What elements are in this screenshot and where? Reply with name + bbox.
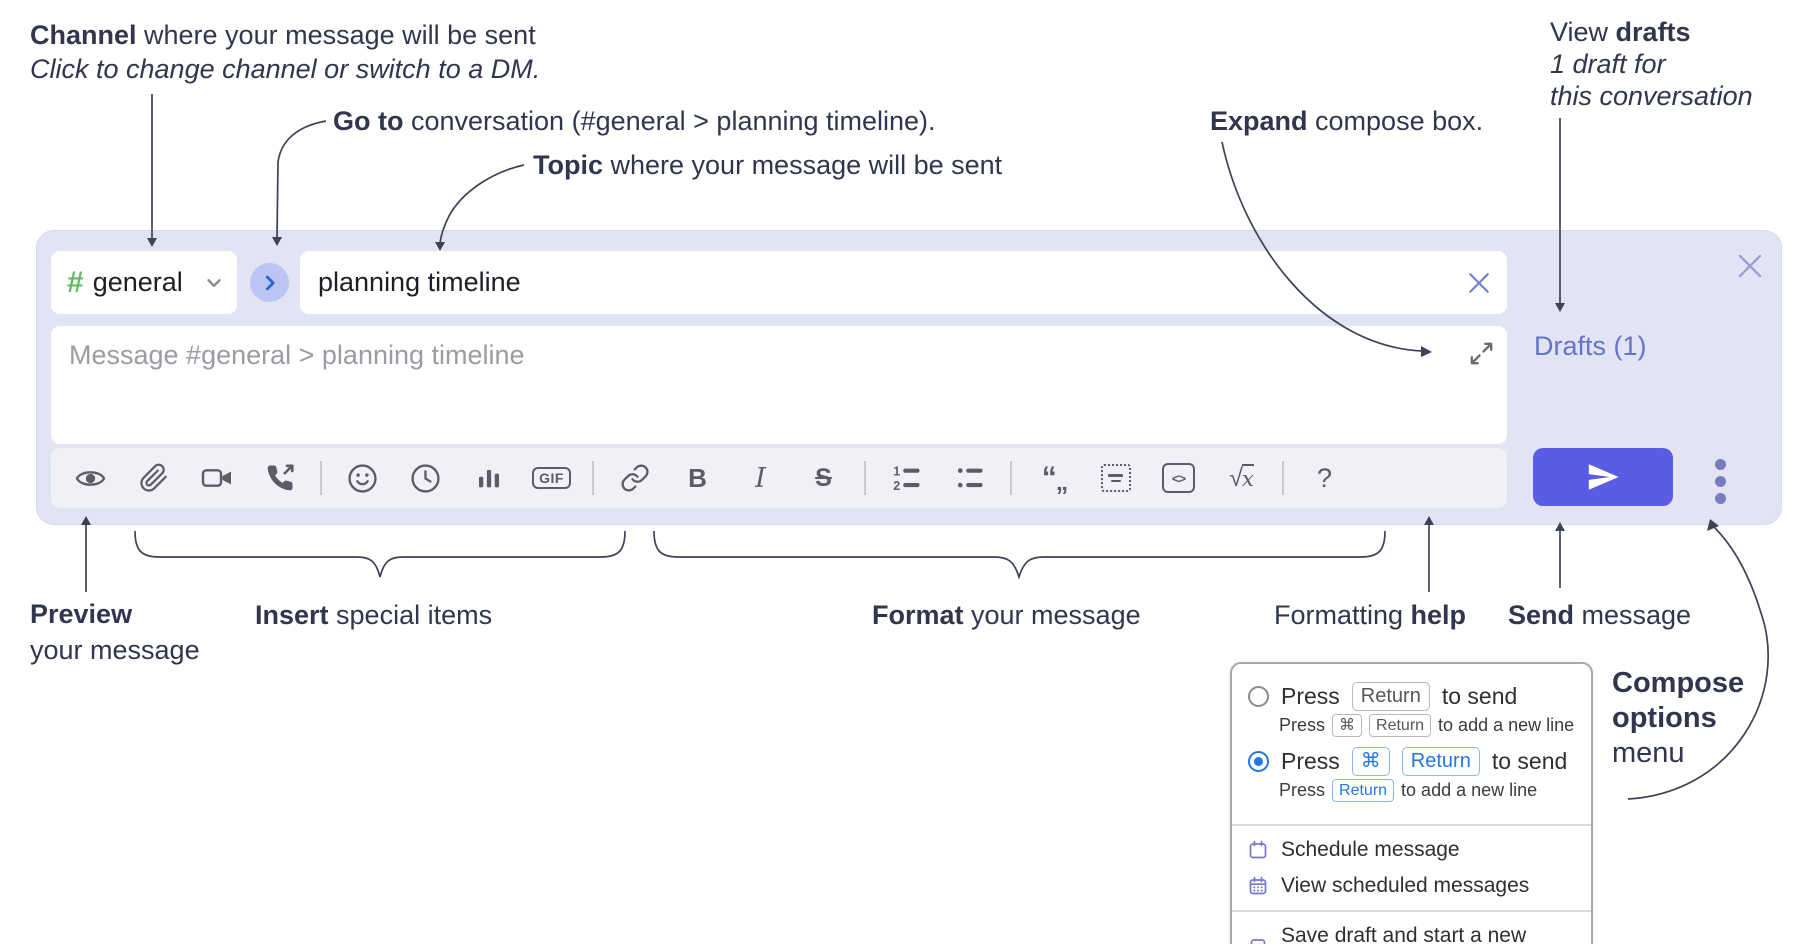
drafts-annotation: View drafts 1 draft for this conversatio… bbox=[1550, 17, 1753, 111]
compose-options-annotation: Compose options menu bbox=[1612, 667, 1745, 769]
send-annotation: Send message bbox=[1508, 600, 1692, 630]
emoji-icon[interactable] bbox=[331, 448, 394, 508]
channel-hash-icon: # bbox=[67, 265, 84, 299]
expand-annotation: Expand compose box. bbox=[1210, 106, 1484, 136]
format-annotation: Format your message bbox=[872, 600, 1141, 630]
link-icon[interactable] bbox=[603, 448, 666, 508]
formatting-help-annotation: Formatting help bbox=[1274, 600, 1467, 630]
insert-annotation: Insert special items bbox=[255, 600, 493, 630]
channel-annotation-bold: Channel bbox=[30, 20, 137, 50]
calendar-icon bbox=[1249, 840, 1267, 859]
bulleted-list-icon[interactable] bbox=[938, 448, 1001, 508]
bold-icon[interactable]: B bbox=[688, 462, 707, 493]
popup-divider bbox=[1232, 824, 1591, 826]
voice-call-icon[interactable] bbox=[248, 448, 311, 508]
code-icon[interactable]: <> bbox=[1147, 448, 1210, 508]
popup-divider bbox=[1232, 910, 1591, 912]
chevron-down-icon bbox=[203, 272, 225, 294]
close-compose-icon[interactable] bbox=[1731, 247, 1769, 290]
message-formatting-help-icon[interactable]: ? bbox=[1316, 462, 1333, 493]
goto-annotation: Go to conversation (#general > planning … bbox=[333, 106, 936, 136]
compose-options-menu-icon[interactable] bbox=[1715, 459, 1727, 510]
attach-file-icon[interactable] bbox=[122, 448, 185, 508]
toolbar-divider bbox=[1010, 461, 1012, 495]
math-icon[interactable]: √x bbox=[1229, 463, 1254, 492]
gif-icon[interactable]: GIF bbox=[520, 448, 583, 508]
option-cmd-enter-to-send-hint: Press Return to add a new line bbox=[1279, 779, 1538, 802]
radio-checked-icon[interactable] bbox=[1248, 751, 1269, 772]
preview-icon[interactable] bbox=[59, 448, 122, 508]
send-plane-icon bbox=[1588, 464, 1619, 490]
svg-text:1: 1 bbox=[893, 465, 900, 479]
option-enter-to-send-hint: Press ⌘ Return to add a new line bbox=[1279, 714, 1575, 737]
return-key: Return bbox=[1401, 747, 1480, 776]
cmd-key: ⌘ bbox=[1332, 714, 1363, 737]
schedule-time-icon[interactable] bbox=[394, 448, 457, 508]
clear-topic-icon[interactable] bbox=[1467, 271, 1491, 295]
expand-compose-icon[interactable] bbox=[1468, 340, 1495, 372]
poll-icon[interactable] bbox=[457, 448, 520, 508]
option-enter-to-send[interactable]: Press Return to send bbox=[1248, 682, 1575, 711]
message-input[interactable] bbox=[51, 326, 1507, 444]
topic-input[interactable] bbox=[300, 267, 1451, 298]
drafts-link[interactable]: Drafts (1) bbox=[1534, 331, 1647, 361]
return-key: Return bbox=[1332, 779, 1395, 802]
option-cmd-enter-to-send[interactable]: Press ⌘ Return to send bbox=[1248, 747, 1575, 776]
toolbar-divider bbox=[864, 461, 866, 495]
compose-options-popup: Press Return to send Press ⌘ Return to a… bbox=[1230, 662, 1593, 944]
send-button[interactable] bbox=[1533, 448, 1673, 506]
compose-box: # general Drafts (1) bbox=[36, 230, 1782, 525]
svg-text:2: 2 bbox=[893, 479, 900, 493]
save-draft-new-message-item[interactable]: Save draft and start a new message bbox=[1232, 918, 1591, 944]
toolbar-divider bbox=[320, 461, 322, 495]
toolbar-divider bbox=[1282, 461, 1284, 495]
channel-name: general bbox=[92, 267, 183, 297]
video-call-icon[interactable] bbox=[185, 448, 248, 508]
message-box-container bbox=[51, 326, 1507, 444]
radio-unchecked-icon[interactable] bbox=[1248, 686, 1269, 707]
strikethrough-icon[interactable]: S bbox=[815, 463, 832, 492]
return-key: Return bbox=[1369, 714, 1432, 737]
view-scheduled-messages-item[interactable]: View scheduled messages bbox=[1232, 868, 1591, 904]
quote-icon[interactable]: “„ bbox=[1041, 461, 1068, 496]
schedule-message-item[interactable]: Schedule message bbox=[1232, 832, 1591, 868]
topic-input-container bbox=[300, 251, 1507, 314]
cmd-key: ⌘ bbox=[1351, 747, 1390, 776]
channel-annotation: Channel where your message will be sent … bbox=[30, 20, 541, 84]
spoiler-icon[interactable] bbox=[1084, 448, 1147, 508]
toolbar-divider bbox=[592, 461, 594, 495]
return-key: Return bbox=[1351, 682, 1430, 711]
draft-check-icon bbox=[1250, 939, 1266, 944]
chevron-right-icon bbox=[265, 275, 275, 290]
calendar-dates-icon bbox=[1249, 876, 1267, 895]
italic-icon[interactable]: I bbox=[755, 462, 766, 494]
preview-annotation: Preview your message bbox=[30, 599, 200, 665]
channel-annotation-sub: Click to change channel or switch to a D… bbox=[30, 54, 541, 84]
channel-selector[interactable]: # general bbox=[51, 251, 237, 314]
topic-annotation: Topic where your message will be sent bbox=[533, 150, 1003, 180]
goto-conversation-button[interactable] bbox=[250, 263, 289, 302]
